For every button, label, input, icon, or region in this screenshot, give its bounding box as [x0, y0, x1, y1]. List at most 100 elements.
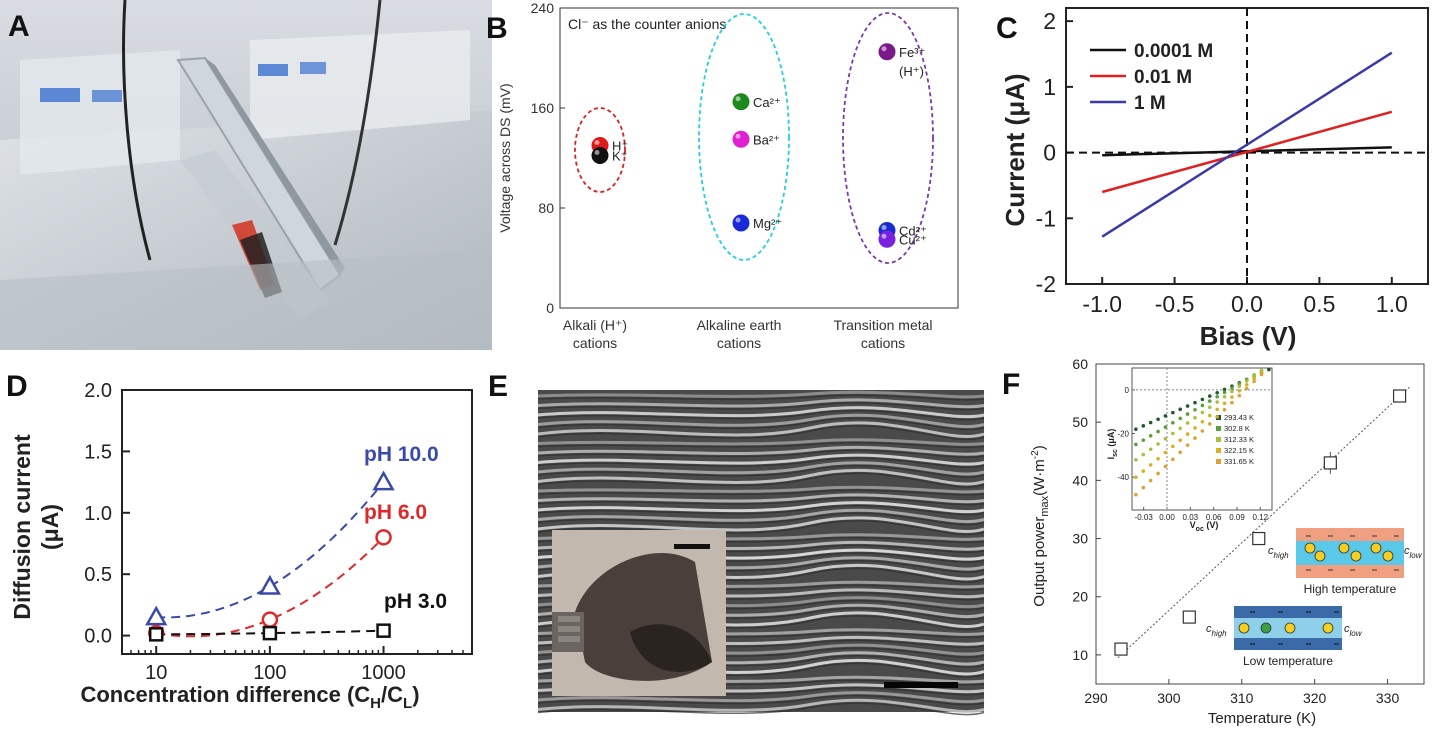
inset-series-point [1178, 426, 1183, 431]
inset-series-point [1163, 414, 1168, 418]
chart-f-xtick-label: 330 [1376, 690, 1400, 706]
high-c-low: clow [1404, 545, 1423, 560]
inset-xtick-label: 0.00 [1159, 513, 1175, 522]
chart-c-ylabel: Current (μA) [1000, 73, 1030, 226]
inset-series-point [1163, 464, 1168, 469]
chart-b-point-highlight [881, 46, 887, 52]
low-temperature-diagram: chigh clow Low temperature [1206, 606, 1363, 668]
inset-series-point [1230, 400, 1234, 405]
chart-d-xtick-label: 1000 [361, 662, 406, 684]
chart-b-point [878, 43, 896, 61]
inset-legend-label: 331.65 K [1224, 457, 1254, 466]
sem-layer-shadow [537, 457, 985, 468]
inset-series-point [1156, 456, 1160, 461]
panel-f: Output powermax(W·m-2) Temperature (K) 2… [998, 356, 1433, 730]
inset-ytick-label: -40 [1117, 473, 1129, 482]
sem-layer-shadow [537, 489, 985, 496]
chart-b-category-label: Transition metal [833, 317, 932, 333]
inset-xtick-label: 0.03 [1183, 513, 1199, 522]
chart-d-point [372, 470, 395, 491]
chart-b-point [591, 147, 609, 164]
inset-series-point [1171, 410, 1175, 415]
inset-series-point [1185, 412, 1190, 416]
inset-series-point [1163, 436, 1168, 441]
inset-series-point [1237, 393, 1242, 398]
chart-f-ylabel-end: ) [1031, 445, 1048, 450]
sem-layer-shadow [537, 449, 985, 459]
high-ion [1304, 542, 1316, 554]
chart-c-xlabel: Bias (V) [1200, 321, 1297, 351]
chart-f-ylabel-sup: -2 [1030, 450, 1041, 459]
panel-label-b: B [486, 12, 508, 45]
inset-series-point [1156, 471, 1160, 476]
inset-legend-label: 312.33 K [1224, 435, 1254, 444]
inset-series-point [1222, 390, 1227, 395]
inset-xtick-label: 0.09 [1229, 513, 1245, 522]
chart-d-ylabel-line1: Diffusion current [9, 434, 35, 620]
high-temperature-diagram: chigh clow High temperature [1268, 528, 1423, 596]
low-c-high-main: c [1206, 623, 1212, 635]
inset-xtick-label: 0.12 [1253, 513, 1269, 522]
chart-b-ytick-label: 160 [531, 100, 555, 116]
high-ion [1370, 542, 1382, 554]
high-c-high-sub: high [1274, 551, 1290, 560]
chart-f-ylabel-unit: (W·m [1031, 459, 1048, 496]
inset-xlabel-sub: oc [1196, 526, 1204, 533]
inset-series-point [1207, 399, 1212, 403]
chart-f-xlabel: Temperature (K) [1208, 710, 1316, 727]
chart-b-group-ring [698, 13, 790, 261]
inset-series-point [1141, 452, 1146, 457]
inset-series-point [1134, 457, 1138, 462]
chart-d-point [376, 623, 391, 638]
inset-series-point [1252, 373, 1256, 378]
chart-b-group-ring [574, 107, 626, 193]
panel-e: E [480, 362, 1000, 730]
sem-layer-shadow [537, 409, 985, 421]
inset-series-point [1215, 407, 1219, 412]
inset-series-point [1148, 463, 1153, 467]
chart-b-category-label: cations [573, 335, 617, 351]
inset-series-point [1200, 397, 1205, 402]
high-ion [1338, 542, 1350, 554]
inset-legend-swatch [1216, 426, 1221, 431]
inset-ylabel-main: I [1106, 457, 1116, 460]
sem-layer-shadow [537, 402, 985, 411]
sem-layer [537, 453, 985, 466]
sem-layer-shadow [537, 425, 985, 441]
chart-d-point [148, 627, 164, 642]
chart-f-ytick-label: 10 [1072, 647, 1088, 663]
chart-b-point-label: Cd²⁺ [899, 224, 927, 239]
low-ion [1284, 622, 1296, 634]
inset-series-point [1134, 442, 1138, 447]
chart-d-xtick-label: 100 [253, 662, 286, 684]
inset-legend-label: 293.43 K [1224, 413, 1254, 422]
inset-ylabel-sub: sc [1112, 449, 1119, 457]
inset-scale-bar [674, 544, 710, 549]
chart-b-point-label: Mg²⁺ [753, 216, 782, 231]
chart-d-ytick-label: 0.5 [84, 564, 112, 586]
panel-b: Cl⁻ as the counter anions Voltage across… [486, 0, 976, 352]
high-c-low-sub: low [1410, 551, 1423, 560]
chart-b-ytick-label: 240 [531, 0, 555, 16]
inset-xtick-label: -0.03 [1135, 513, 1154, 522]
chart-c-ytick-label: 0 [1043, 140, 1056, 166]
chart-b-category-label: Alkali (H⁺) [563, 317, 627, 333]
chart-f-ylabel-main: Output power [1031, 517, 1048, 607]
inset-series-point [1200, 410, 1205, 415]
inset-series-point [1200, 403, 1205, 408]
chart-f: Output powermax(W·m-2) Temperature (K) 2… [1030, 356, 1425, 727]
inset-series-point [1193, 415, 1197, 420]
inset-legend-swatch [1216, 437, 1221, 442]
chart-d-xtick-label: 10 [145, 662, 167, 684]
inset-series-point [1222, 407, 1227, 412]
inset-series-point [1148, 447, 1153, 452]
inset-series-point [1215, 415, 1219, 419]
chart-c-ytick-label: 1 [1043, 74, 1056, 100]
inset-xlabel: Voc (V) [1190, 520, 1219, 533]
inset-series-point [1185, 443, 1190, 447]
chart-d-fit-curve [156, 536, 385, 638]
chart-b-point [878, 230, 896, 248]
chart-c-xtick-label: -1.0 [1082, 291, 1122, 317]
panel-label-a: A [8, 10, 30, 43]
